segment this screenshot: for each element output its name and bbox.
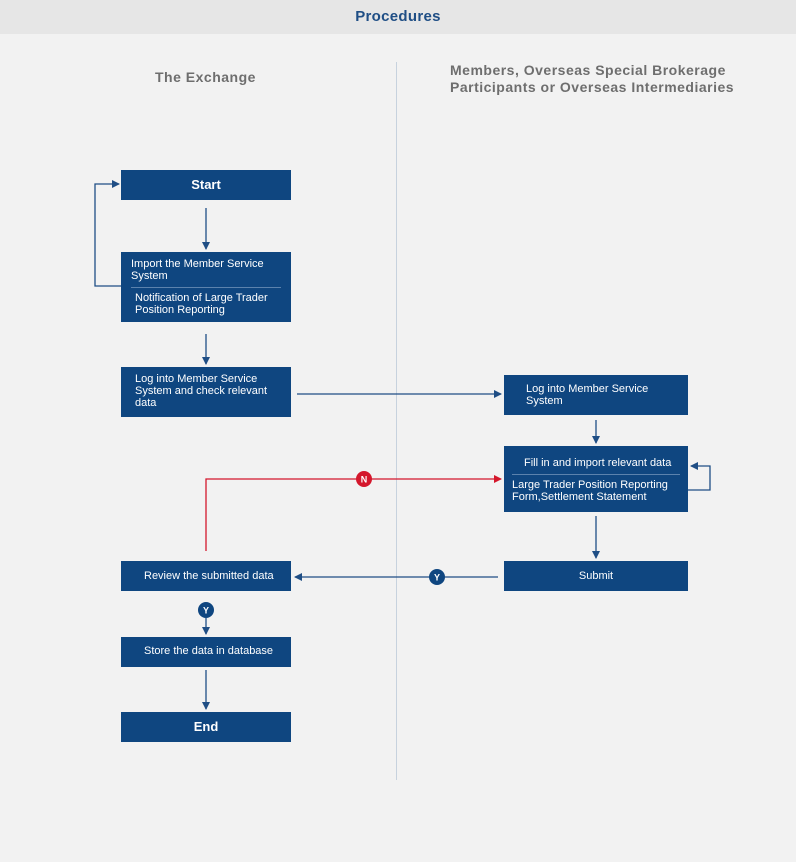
arrow-fill-self-loop (688, 462, 711, 491)
step-end: End (121, 712, 291, 742)
step-end-label: End (193, 719, 219, 734)
lane-title-members-line1: Members, Overseas Special Brokerage (450, 62, 726, 78)
step-start: Start (121, 170, 291, 200)
step-fill-import: Fill in and import relevant data Large T… (504, 446, 688, 512)
step-member-login-label: Log into Member Service System (526, 383, 649, 407)
badge-yes-submit: Y (434, 573, 440, 583)
badge-yes-review-circle (198, 602, 214, 618)
badge-no: N (361, 475, 368, 485)
step-store: Store the data in database (121, 637, 291, 667)
lane-divider (396, 62, 397, 780)
lane-title-exchange: The Exchange (155, 69, 256, 85)
step-fill-import-divider (512, 474, 680, 475)
step-import-system-label: Import the Member Service System (131, 258, 264, 282)
step-store-label: Store the data in database (144, 645, 274, 657)
step-submit-label: Submit (578, 570, 614, 582)
step-submit: Submit (504, 561, 688, 591)
step-member-login: Log into Member Service System (504, 375, 688, 415)
step-import-notification-label: Notification of Large Trader Position Re… (135, 292, 268, 316)
step-import-divider (131, 287, 281, 288)
page-title: Procedures (0, 0, 796, 34)
lane-title-members: Members, Overseas Special Brokerage Part… (450, 62, 734, 96)
step-review-label: Review the submitted data (144, 570, 274, 582)
badge-yes-submit-circle (429, 569, 445, 585)
badge-yes-review: Y (203, 606, 209, 616)
badge-no-circle (356, 471, 372, 487)
step-exchange-login-label: Log into Member Service System and check… (135, 373, 268, 409)
step-exchange-login: Log into Member Service System and check… (121, 367, 291, 417)
lane-title-members-line2: Participants or Overseas Intermediaries (450, 79, 735, 95)
step-fill-forms-label: Large Trader Position Reporting Form,Set… (512, 479, 668, 503)
step-fill-import-label: Fill in and import relevant data (524, 457, 672, 469)
arrow-reject-to-fill (205, 475, 502, 551)
step-review: Review the submitted data (121, 561, 291, 591)
step-import: Import the Member Service System Notific… (121, 252, 291, 322)
arrow-loop-to-start (94, 180, 121, 287)
step-start-label: Start (191, 177, 221, 192)
